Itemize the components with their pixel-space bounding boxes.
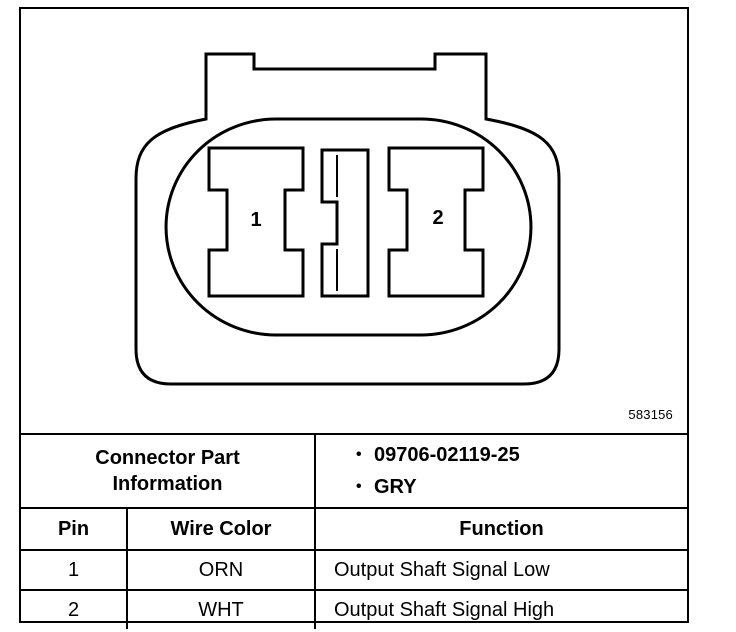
part-info-values: • 09706-02119-25 • GRY [314,433,687,509]
center-key [320,148,370,298]
connector-housing-outline [134,52,561,386]
pin-cell: 1 [21,549,128,591]
connector-color: GRY [374,476,417,498]
part-info-label: Connector Part Information [21,433,316,509]
column-header-function: Function [314,507,687,551]
wire-color-cell: ORN [126,549,316,591]
connector-face-diagram: 1 2 583156 [21,9,687,433]
figure-id: 583156 [628,407,673,422]
bullet-icon: • [356,478,362,495]
connector-face-drawing: 1 2 [134,52,561,386]
function-cell: Output Shaft Signal High [314,589,687,629]
connector-info-table: Connector Part Information • 09706-02119-… [21,433,687,629]
column-header-wire-color: Wire Color [126,507,316,551]
pin-1-terminal [207,146,305,298]
part-number-item: • 09706-02119-25 [356,439,687,471]
table-row: 1 ORN Output Shaft Signal Low [21,549,687,591]
wire-color-cell: WHT [126,589,316,629]
pin-1-label: 1 [250,209,261,231]
bullet-icon: • [356,446,362,463]
part-info-label-line2: Information [112,473,223,495]
part-info-row: Connector Part Information • 09706-02119-… [21,433,687,509]
column-header-pin: Pin [21,507,128,551]
function-cell: Output Shaft Signal Low [314,549,687,591]
part-number: 09706-02119-25 [374,444,520,466]
table-row: 2 WHT Output Shaft Signal High [21,589,687,629]
connector-color-item: • GRY [356,471,687,503]
pin-2-label: 2 [432,207,443,229]
connector-cavity-outline [164,117,533,337]
pin-2-terminal [387,146,485,298]
part-info-label-line1: Connector Part [95,447,240,469]
connector-sheet: 1 2 583156 Connector Part Information • 0… [19,7,689,629]
table-header-row: Pin Wire Color Function [21,507,687,551]
pin-cell: 2 [21,589,128,629]
